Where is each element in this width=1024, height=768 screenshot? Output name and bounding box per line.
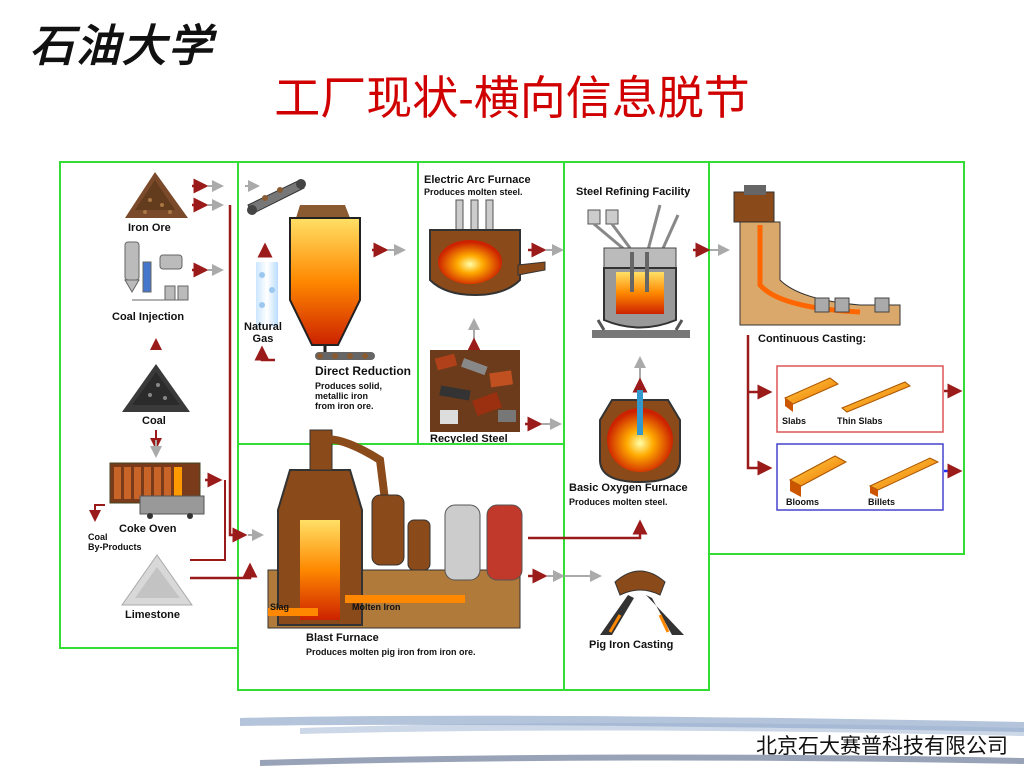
page-title: 工厂现状-横向信息脱节	[274, 71, 750, 125]
natural-gas-icon	[256, 262, 278, 327]
thin-slabs-label: Thin Slabs	[837, 416, 883, 426]
iron-ore-label: Iron Ore	[128, 222, 171, 234]
natural-gas-label: Natural Gas	[244, 321, 282, 345]
slabs-label: Slabs	[782, 416, 807, 426]
thin-slabs-icon	[841, 381, 911, 413]
blast-furnace-section	[237, 443, 565, 691]
coal-pile-icon	[122, 364, 190, 412]
blooms-label: Blooms	[786, 497, 820, 507]
slag-label: Slag	[270, 602, 290, 612]
coal-injection-icon	[124, 241, 189, 301]
coke-oven-label: Coke Oven	[119, 523, 177, 535]
steel-refining-facility-icon	[587, 204, 690, 338]
recycled-steel-label: Recycled Steel	[430, 433, 508, 443]
limestone-pile-icon	[121, 554, 193, 606]
electric-arc-furnace-icon	[429, 199, 546, 297]
steel-refining-label: Steel Refining Facility	[576, 186, 691, 198]
recycled-steel-image	[430, 350, 520, 432]
billets-label: Billets	[868, 497, 896, 507]
coal-byproducts-label: Coal By-Products	[88, 532, 142, 552]
bof-desc: Produces molten steel.	[569, 497, 668, 507]
blast-furnace-icon	[267, 429, 523, 629]
blast-furnace-desc: Produces molten pig iron from iron ore.	[306, 647, 476, 657]
blooms-icon	[788, 455, 848, 497]
billets-icon	[868, 457, 940, 497]
eaf-label: Electric Arc Furnace	[424, 174, 531, 186]
coke-oven-icon	[109, 462, 205, 519]
bof-label: Basic Oxygen Furnace	[569, 482, 688, 494]
conveyor-icon	[247, 179, 306, 215]
iron-ore-pile-icon	[125, 172, 188, 218]
continuous-casting-icon	[733, 185, 901, 326]
continuous-casting-label: Continuous Casting:	[758, 333, 867, 345]
slabs-icon	[784, 377, 839, 412]
pig-iron-casting-label: Pig Iron Casting	[589, 639, 674, 651]
coal-label: Coal	[142, 415, 166, 427]
casting-section	[708, 161, 965, 555]
pig-iron-casting-icon	[600, 570, 684, 635]
company-footer: 北京石大赛普科技有限公司	[756, 734, 1008, 758]
university-logo: 石油大学	[30, 21, 214, 72]
blast-furnace-label: Blast Furnace	[306, 632, 379, 644]
coal-injection-label: Coal Injection	[112, 311, 185, 323]
direct-reduction-furnace-icon	[289, 205, 375, 360]
section-borders	[59, 161, 965, 691]
molten-iron-label: Molten Iron	[352, 602, 401, 612]
direct-reduction-desc: Produces solid, metallic iron from iron …	[315, 381, 383, 411]
limestone-label: Limestone	[125, 609, 181, 621]
footer-wave-decoration	[240, 715, 1024, 766]
eaf-desc: Produces molten steel.	[424, 187, 523, 197]
basic-oxygen-furnace-icon	[599, 390, 681, 484]
direct-reduction-label: Direct Reduction	[315, 364, 412, 378]
